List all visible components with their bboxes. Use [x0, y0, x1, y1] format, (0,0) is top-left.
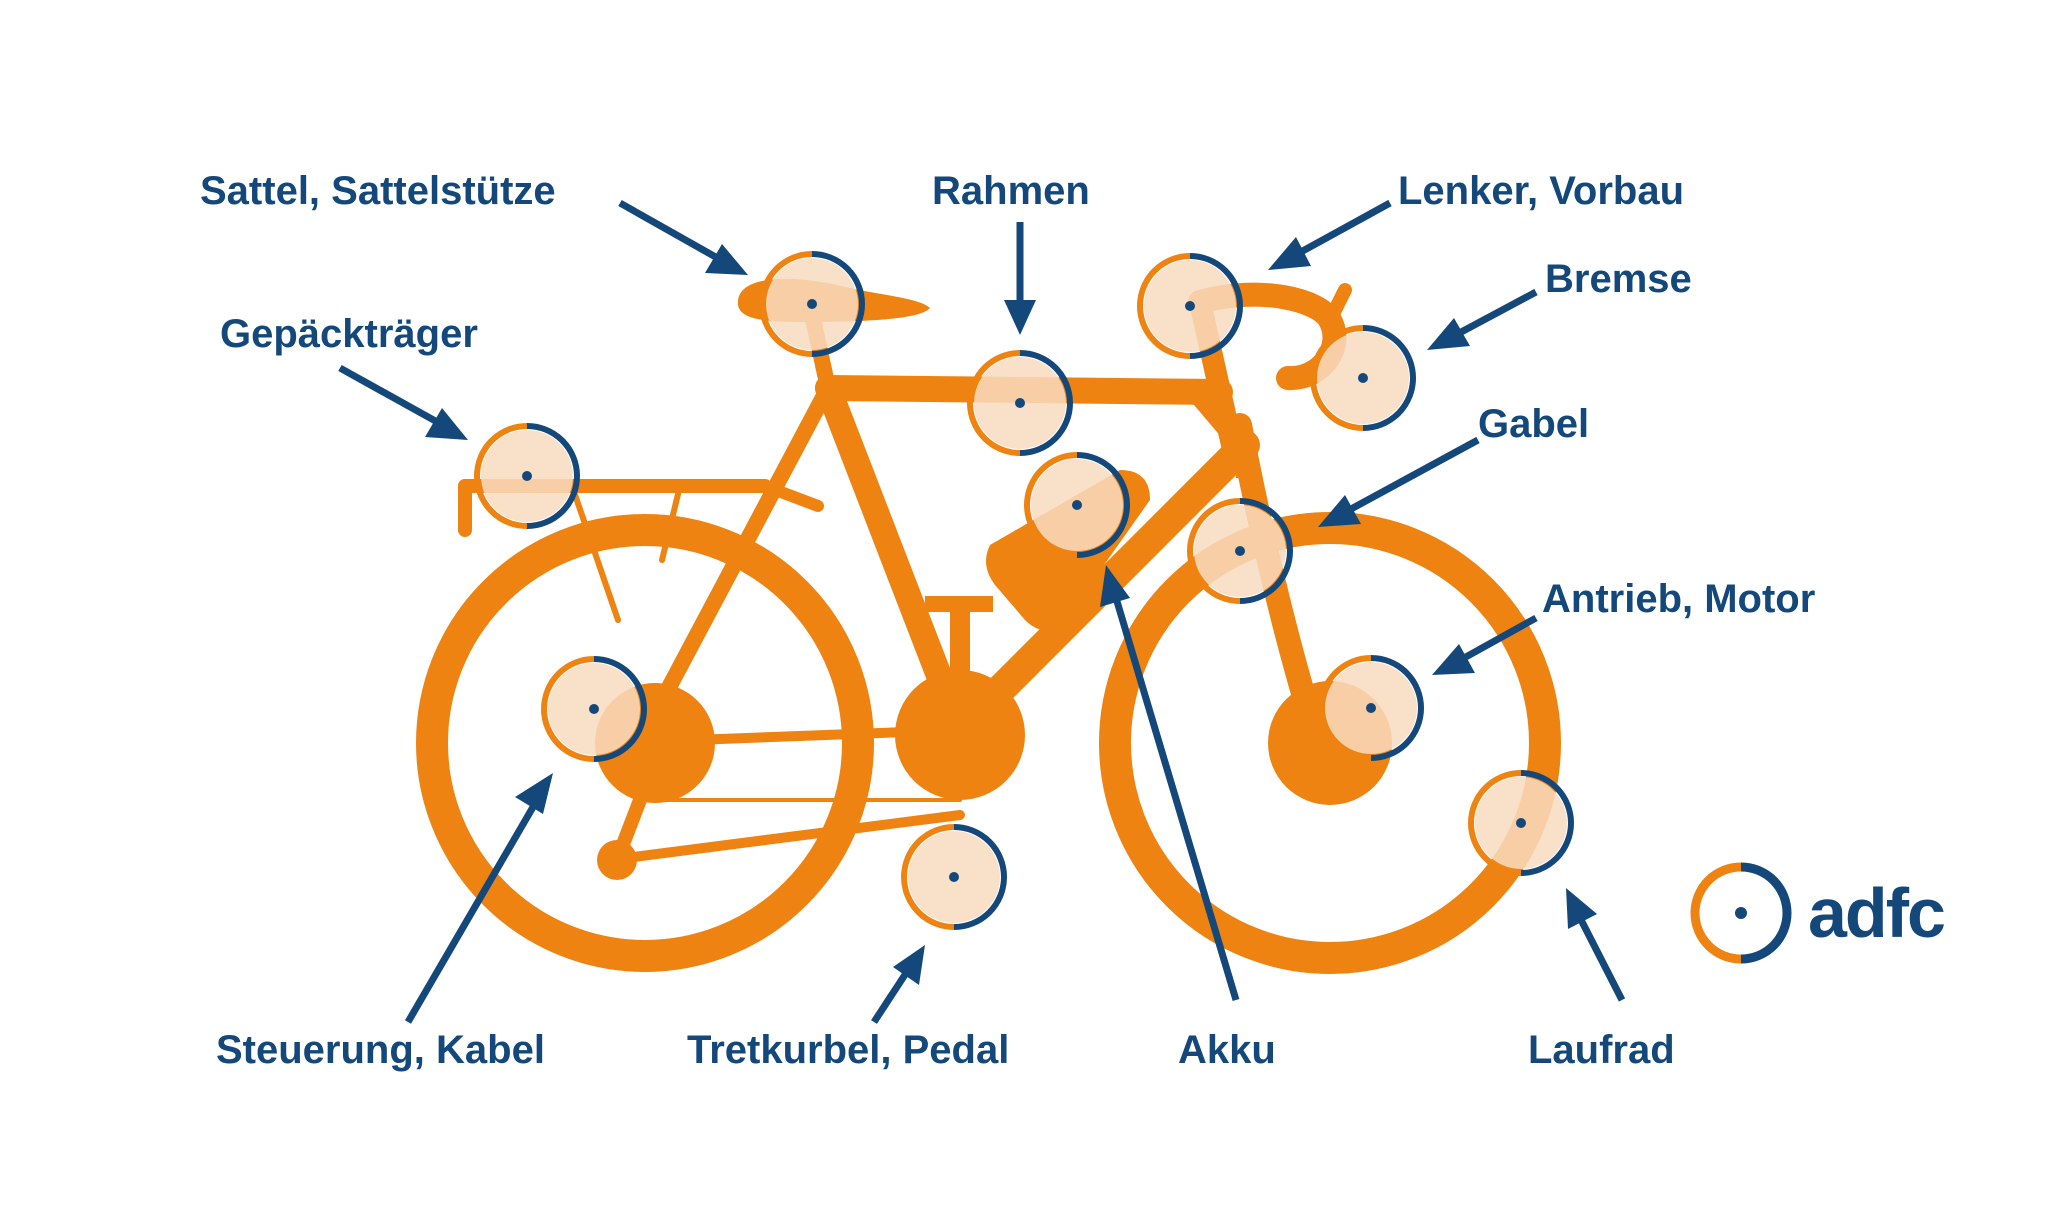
arrow-steuerung [404, 793, 544, 1024]
adfc-logo: adfc [1690, 862, 1946, 964]
label-lenker: Lenker, Vorbau [1398, 169, 1684, 213]
label-tretkurbel: Tretkurbel, Pedal [687, 1028, 1009, 1072]
center-motor [895, 670, 1025, 800]
part-markers [474, 251, 1574, 930]
marker-rahmen [967, 350, 1073, 456]
marker-antrieb [1318, 655, 1424, 761]
marker-laufrad [1468, 770, 1574, 876]
arrow-lenker [1288, 199, 1392, 262]
marker-gepaecktraeger [474, 423, 580, 529]
label-bremse: Bremse [1545, 257, 1692, 301]
arrow-gepaecktraeger [338, 364, 450, 432]
rear-wheel [416, 514, 874, 972]
marker-akku [1024, 452, 1130, 558]
arrow-antrieb [1453, 614, 1538, 667]
pointer-arrows [338, 199, 1626, 1024]
arrow-tretkurbel [871, 965, 913, 1024]
label-gabel: Gabel [1478, 402, 1589, 446]
label-laufrad: Laufrad [1528, 1028, 1675, 1072]
label-akku: Akku [1178, 1028, 1276, 1072]
label-rahmen: Rahmen [932, 169, 1090, 213]
marker-lenker [1137, 253, 1243, 359]
label-gepaecktraeger: Gepäckträger [220, 312, 478, 356]
label-sattel: Sattel, Sattelstütze [200, 169, 556, 213]
marker-gabel [1187, 498, 1293, 604]
label-antrieb: Antrieb, Motor [1542, 577, 1815, 621]
arrow-bremse [1448, 288, 1538, 342]
marker-bremse [1310, 325, 1416, 431]
adfc-logo-text: adfc [1808, 874, 1944, 952]
marker-steuerung [541, 656, 647, 762]
arrow-akku [1109, 586, 1240, 1002]
arrow-gabel [1338, 436, 1480, 519]
label-steuerung: Steuerung, Kabel [216, 1028, 545, 1072]
marker-tretkurbel [901, 824, 1007, 930]
marker-sattel [759, 251, 865, 357]
adfc-logo-mark [1690, 862, 1792, 964]
front-wheel [1099, 512, 1561, 974]
arrow-sattel [618, 199, 730, 268]
arrow-laufrad [1572, 908, 1626, 1002]
